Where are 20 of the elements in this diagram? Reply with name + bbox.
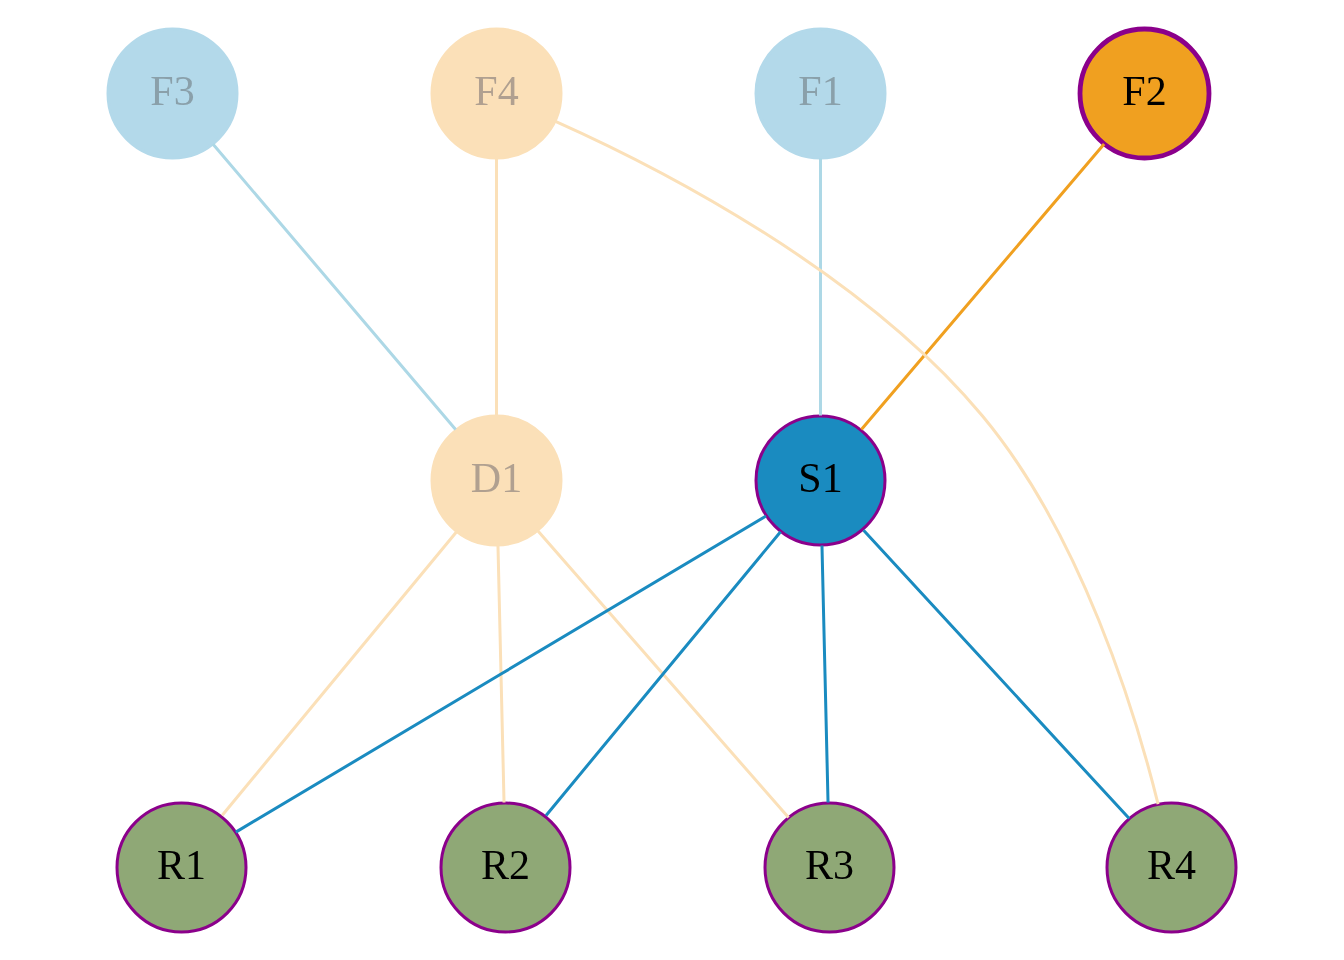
node-circle: R1 — [115, 801, 248, 933]
node-circle: R4 — [1105, 801, 1238, 933]
connector — [495, 158, 498, 415]
connector — [820, 545, 830, 802]
node-circle: F4 — [430, 27, 563, 159]
node-circle: D1 — [430, 414, 563, 546]
connector — [862, 528, 1131, 820]
connector — [860, 142, 1106, 430]
connector — [554, 119, 1160, 804]
connector — [235, 514, 767, 833]
node-circle: F3 — [106, 27, 239, 159]
connector — [211, 142, 457, 430]
node-circle: F1 — [754, 27, 887, 159]
node-circle: R2 — [439, 801, 572, 933]
node-circle: R3 — [763, 801, 896, 933]
node-circle: S1 — [754, 414, 887, 546]
connector — [220, 530, 458, 816]
node-circle: F2 — [1077, 26, 1212, 160]
connector — [496, 545, 506, 802]
connector — [819, 158, 822, 415]
